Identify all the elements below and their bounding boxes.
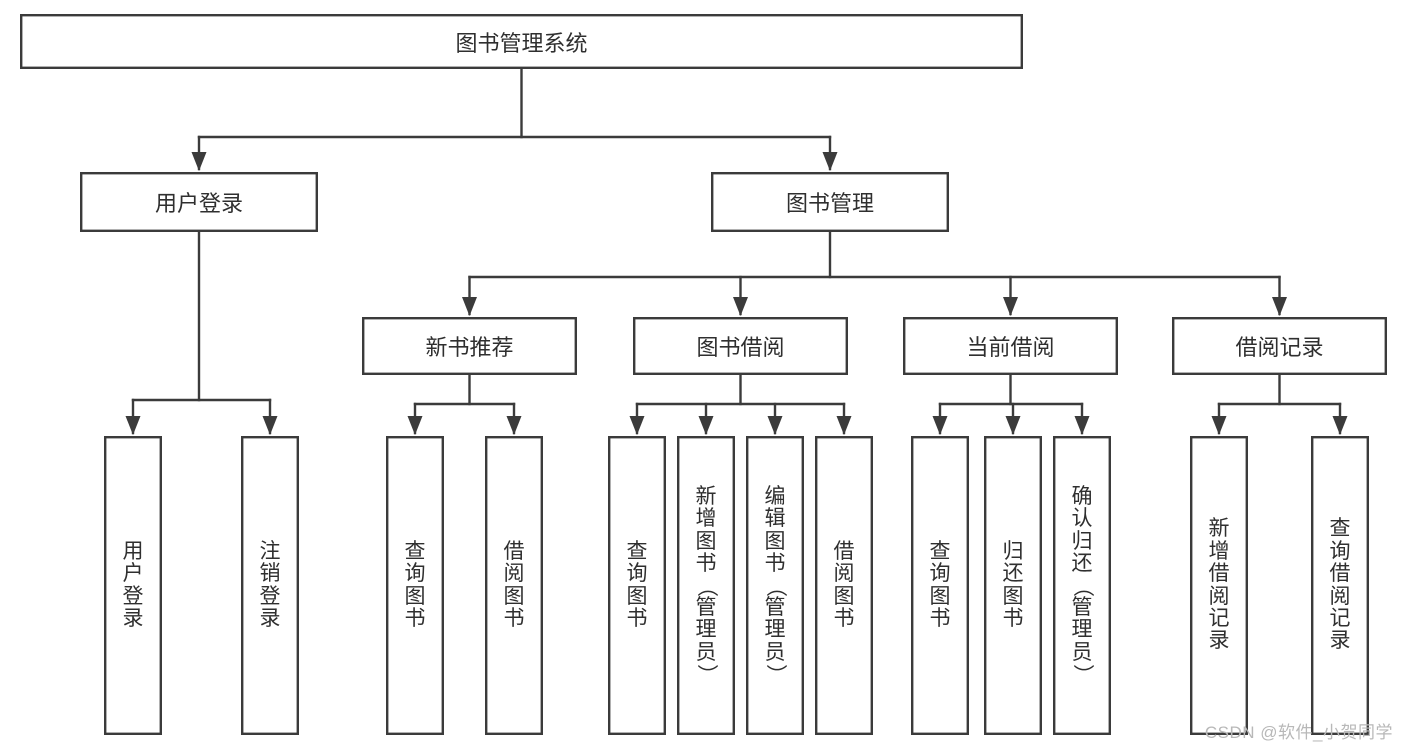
arrow-to-book-borrow [733,297,748,316]
arrow-to-leaf-return-book [1005,416,1021,435]
arrow-to-leaf-edit-book [767,416,783,435]
arrow-to-leaf-borrow-book-2 [836,416,852,435]
arrow-to-current-borrow [1003,297,1018,316]
arrow-to-leaf-borrow-book-1 [506,416,522,435]
arrow-to-book-manage [822,152,838,171]
node-box-leaf-query-book-1[interactable] [386,436,445,736]
node-box-leaf-borrow-book-2[interactable] [815,436,874,736]
node-box-user-login[interactable] [79,171,319,232]
arrow-to-borrow-record [1272,297,1287,316]
arrow-to-leaf-user-login [125,416,141,435]
node-box-leaf-query-book-2[interactable] [608,436,667,736]
node-box-leaf-confirm-return[interactable] [1052,436,1111,736]
arrow-to-leaf-query-book-2 [629,416,645,435]
arrow-to-leaf-confirm-return [1074,416,1090,435]
node-box-book-borrow[interactable] [633,317,849,376]
boxes-layer [20,13,1387,736]
node-box-book-manage[interactable] [711,171,950,232]
node-box-leaf-logout[interactable] [240,436,299,736]
arrow-to-leaf-add-book [698,416,714,435]
arrow-to-leaf-add-record [1211,416,1227,435]
arrow-to-leaf-query-book-1 [407,416,423,435]
arrow-to-leaf-logout [262,416,278,435]
node-box-root[interactable] [20,13,1023,69]
node-box-leaf-user-login[interactable] [103,436,162,736]
node-box-leaf-return-book[interactable] [984,436,1043,736]
watermark-label: CSDN @软件_小贺同学 [1204,723,1393,742]
arrow-to-leaf-query-book-3 [932,416,948,435]
node-box-leaf-edit-book[interactable] [746,436,805,736]
node-box-leaf-query-book-3[interactable] [911,436,970,736]
node-box-leaf-query-record[interactable] [1310,436,1369,736]
node-box-leaf-add-book[interactable] [677,436,736,736]
node-box-new-book-rec[interactable] [362,317,578,376]
node-box-leaf-add-record[interactable] [1189,436,1248,736]
node-box-leaf-borrow-book-1[interactable] [485,436,544,736]
node-box-borrow-record[interactable] [1171,317,1387,376]
connectors-layer [125,67,1348,435]
arrow-to-new-book-rec [462,297,477,316]
arrow-to-user-login [191,152,207,171]
node-box-current-borrow[interactable] [903,317,1119,376]
arrow-to-leaf-query-record [1332,416,1348,435]
